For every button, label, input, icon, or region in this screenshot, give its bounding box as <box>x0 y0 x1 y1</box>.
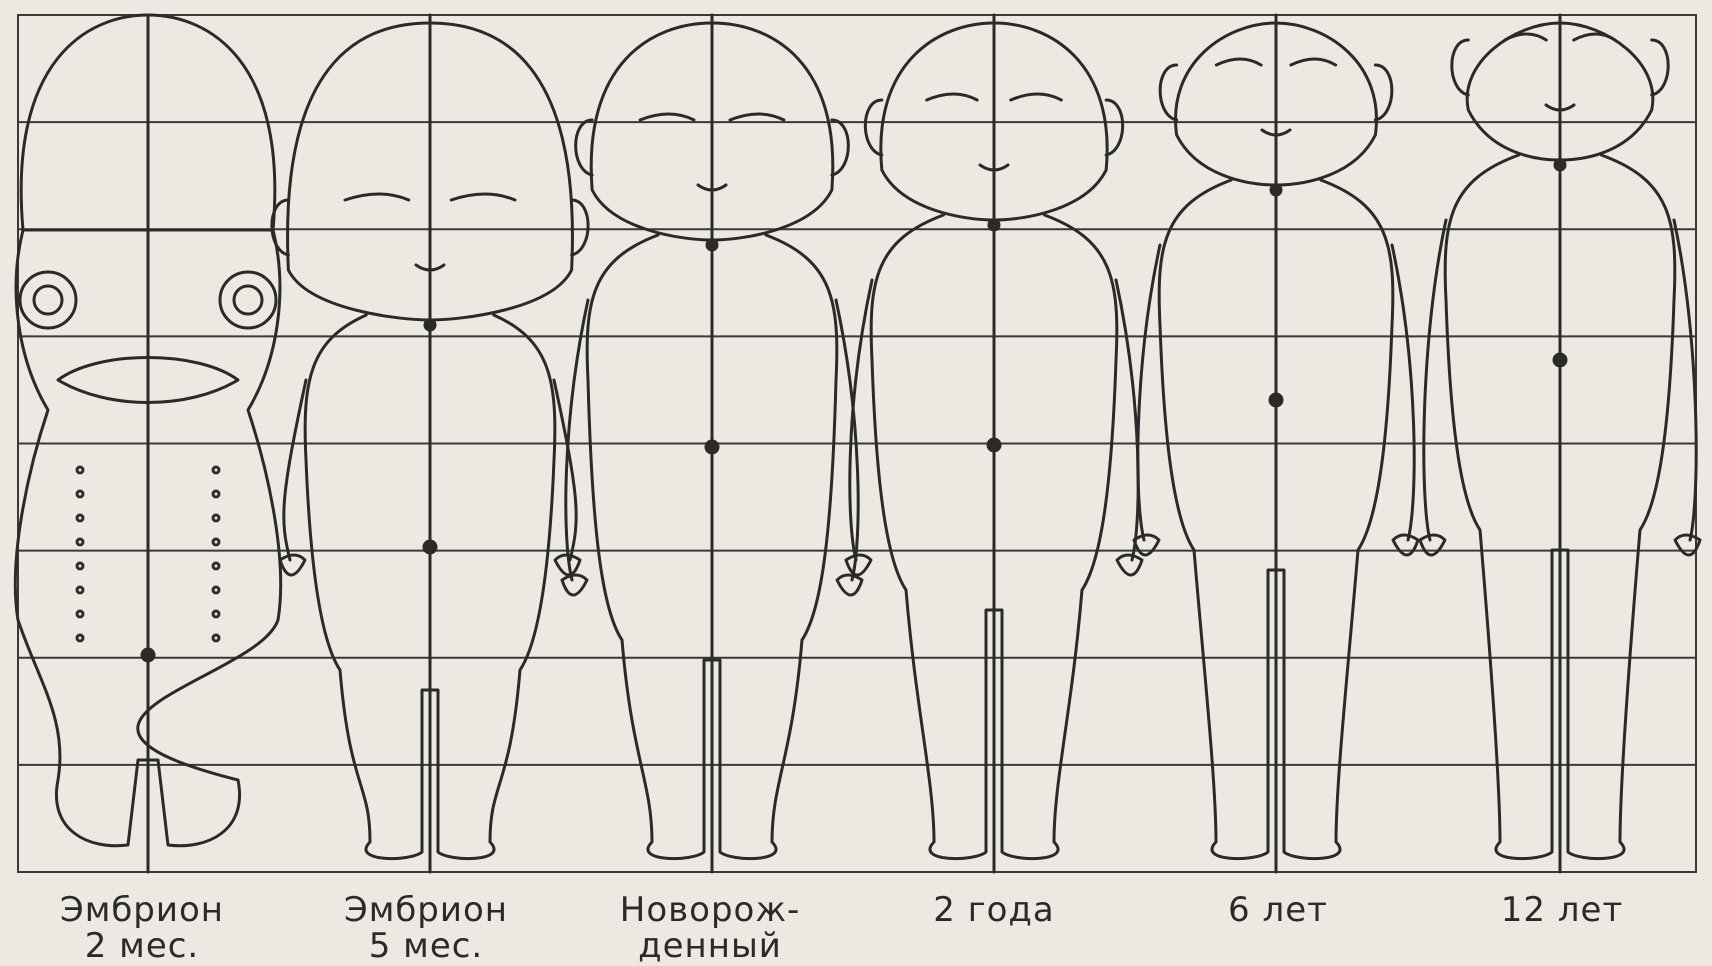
neck-mark <box>1271 185 1281 195</box>
left-hand <box>280 555 305 575</box>
right-arm <box>1392 245 1414 540</box>
neck-mark <box>425 320 435 330</box>
center-mark <box>1554 354 1566 366</box>
caption-age-12y-line1: 12 лет <box>1442 892 1682 928</box>
somite-dot <box>77 587 83 593</box>
right-ear <box>1375 65 1392 120</box>
center-mark <box>706 441 718 453</box>
caption-embryo-2m: Эмбрион 2 мес. <box>22 892 262 964</box>
right-arm <box>1116 280 1138 560</box>
center-mark <box>988 439 1000 451</box>
right-eye <box>451 194 515 200</box>
caption-age-2y: 2 года <box>874 892 1114 928</box>
right-arm <box>1674 220 1696 540</box>
somite-dot <box>213 587 219 593</box>
right-eye-inner <box>234 286 262 314</box>
center-mark <box>424 541 436 553</box>
left-ear <box>576 120 593 175</box>
caption-embryo-5m: Эмбрион 5 мес. <box>306 892 546 964</box>
right-ear <box>572 200 589 255</box>
caption-newborn-line2: денный <box>590 928 830 964</box>
somite-dot <box>213 611 219 617</box>
somite-dot <box>77 515 83 521</box>
caption-embryo-5m-line1: Эмбрион <box>306 892 546 928</box>
right-eye <box>1011 94 1061 100</box>
somite-dot <box>77 563 83 569</box>
somite-dot <box>213 491 219 497</box>
left-hand <box>1420 535 1445 555</box>
left-eye <box>927 94 977 100</box>
right-hand <box>1393 535 1418 555</box>
right-hand <box>837 575 862 595</box>
caption-embryo-2m-line1: Эмбрион <box>22 892 262 928</box>
caption-age-12y: 12 лет <box>1442 892 1682 928</box>
right-ear <box>832 120 849 175</box>
left-arm <box>284 380 306 560</box>
right-eye <box>730 114 784 120</box>
somite-dot <box>213 515 219 521</box>
right-ear <box>1652 40 1669 95</box>
caption-age-6y-line1: 6 лет <box>1158 892 1398 928</box>
somite-dot <box>213 539 219 545</box>
left-ear <box>1160 65 1177 120</box>
caption-age-6y: 6 лет <box>1158 892 1398 928</box>
caption-newborn-line1: Новорож- <box>590 892 830 928</box>
left-eye <box>345 194 409 200</box>
left-hand <box>1134 535 1159 555</box>
somite-dot <box>77 491 83 497</box>
somite-dot <box>77 611 83 617</box>
right-hand <box>1117 555 1142 575</box>
neck-mark <box>1555 160 1565 170</box>
left-arm <box>1138 245 1160 540</box>
caption-embryo-2m-line2: 2 мес. <box>22 928 262 964</box>
left-arm <box>566 300 588 580</box>
somite-dot <box>77 467 83 473</box>
center-mark <box>1270 394 1282 406</box>
left-eye <box>1216 59 1261 65</box>
caption-newborn: Новорож- денный <box>590 892 830 964</box>
right-eye <box>220 272 276 328</box>
left-arm <box>850 280 872 560</box>
left-arm <box>1424 220 1446 540</box>
right-arm <box>836 300 858 580</box>
left-ear <box>1452 40 1469 95</box>
neck-mark <box>989 220 999 230</box>
somite-dot <box>213 635 219 641</box>
caption-age-2y-line1: 2 года <box>874 892 1114 928</box>
somite-dot <box>77 635 83 641</box>
left-eye-inner <box>34 286 62 314</box>
somite-dot <box>213 563 219 569</box>
somite-dot <box>213 467 219 473</box>
somite-dot <box>77 539 83 545</box>
center-mark <box>142 649 154 661</box>
left-hand <box>562 575 587 595</box>
left-eye <box>20 272 76 328</box>
caption-embryo-5m-line2: 5 мес. <box>306 928 546 964</box>
left-eye <box>640 114 694 120</box>
neck-mark <box>707 240 717 250</box>
left-hand <box>846 555 871 575</box>
right-eye <box>1291 59 1336 65</box>
